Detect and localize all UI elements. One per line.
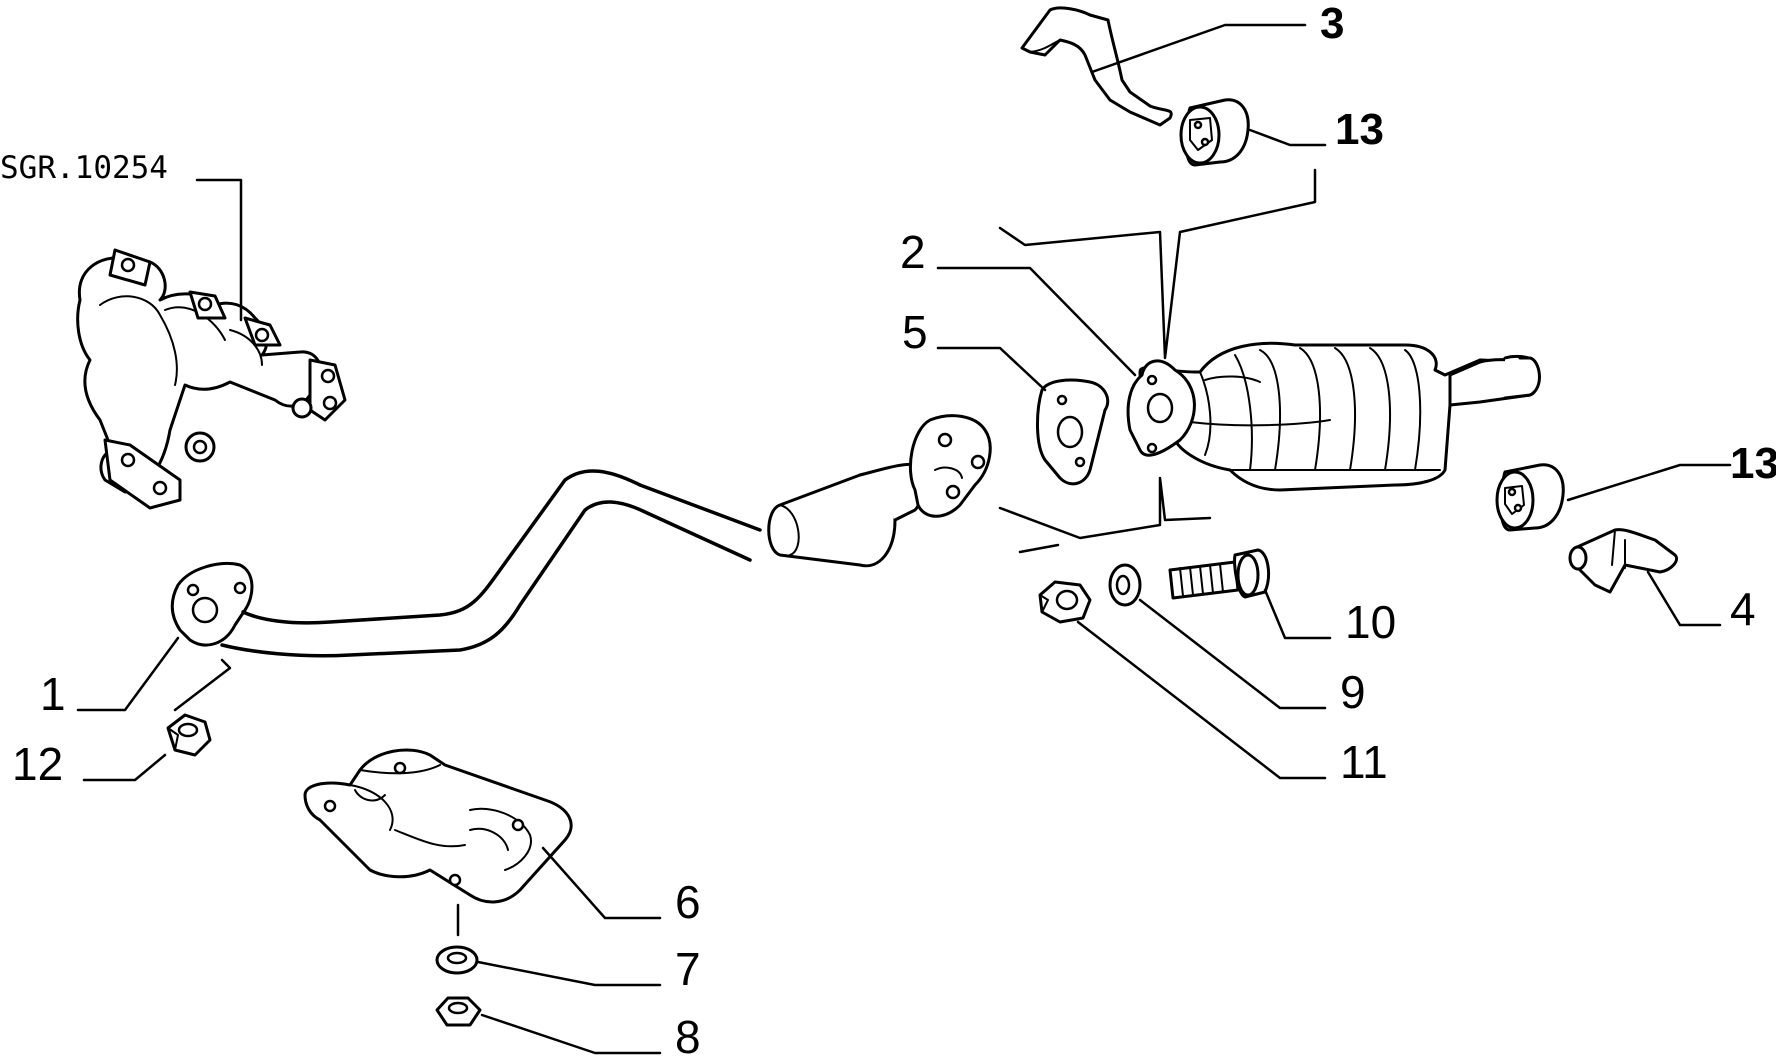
bracket-lower-tick	[1018, 543, 1060, 554]
heat-shield	[303, 748, 573, 904]
callout-12: 12	[12, 738, 63, 790]
leader-5	[936, 346, 1047, 392]
bracket-3	[1020, 6, 1173, 127]
callout-6: 6	[675, 876, 701, 928]
callout-13-top: 13	[1335, 105, 1384, 154]
leader-2	[936, 266, 1137, 377]
leader-6	[541, 846, 662, 920]
gasket-5	[1035, 378, 1110, 486]
callout-8: 8	[675, 1011, 701, 1061]
bracket-4	[1568, 528, 1678, 594]
nut-11	[1038, 580, 1092, 624]
callout-4: 4	[1730, 583, 1756, 635]
callout-2: 2	[900, 226, 926, 278]
rubber-mount-13-right	[1495, 463, 1565, 532]
bolt-10	[1168, 548, 1270, 600]
callout-9: 9	[1340, 666, 1366, 718]
callout-7: 7	[675, 943, 701, 995]
leader-13-right	[1566, 463, 1732, 502]
nut-12	[166, 713, 212, 757]
callout-13-right: 13	[1730, 439, 1776, 488]
callout-5: 5	[902, 306, 928, 358]
leader-4	[1646, 570, 1722, 627]
leader-10	[1263, 588, 1332, 640]
rubber-mount-13-top	[1179, 98, 1250, 167]
leader-3	[1090, 23, 1307, 74]
front-pipe	[170, 414, 992, 658]
leader-7	[476, 960, 662, 987]
bracket-upper	[998, 168, 1317, 360]
washer-9	[1108, 563, 1142, 607]
leader-13-top	[1248, 128, 1327, 147]
callout-10: 10	[1345, 596, 1396, 648]
bracket-lower	[998, 476, 1212, 540]
leader-manifold	[195, 178, 243, 322]
callout-3: 3	[1320, 0, 1344, 48]
leader-8	[480, 1013, 662, 1055]
leader-12	[82, 753, 167, 782]
manifold-reference-label: SGR.10254	[0, 150, 168, 186]
exhaust-manifold	[76, 248, 347, 510]
washer-7	[435, 945, 479, 975]
callout-11: 11	[1340, 736, 1388, 788]
leader-12-link	[173, 658, 232, 712]
catalytic-converter	[1126, 341, 1541, 492]
nut-8	[435, 996, 482, 1027]
leader-1	[76, 636, 180, 712]
callout-1: 1	[40, 668, 66, 720]
leader-9	[1138, 598, 1327, 710]
leader-11	[1076, 620, 1327, 780]
